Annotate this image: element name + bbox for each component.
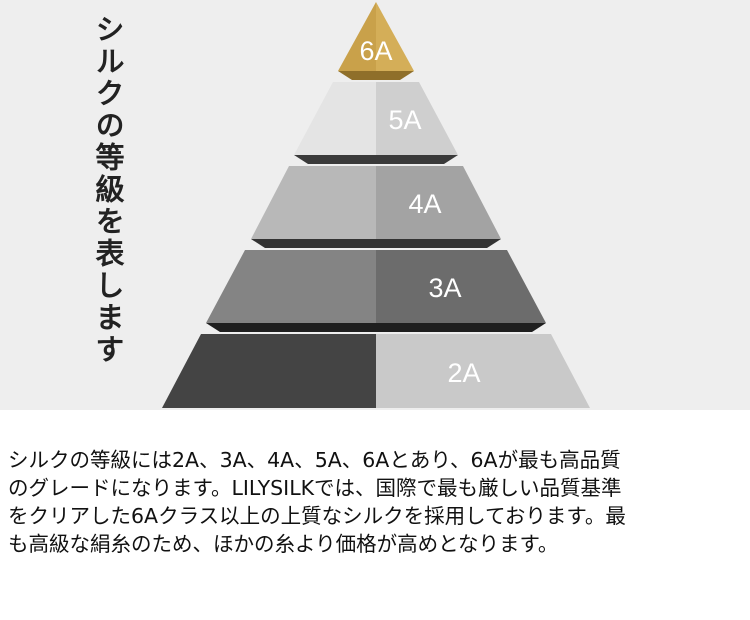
tier-label-2A: 2A <box>447 358 480 388</box>
grade-pyramid: 6A 5A 4A 3A 2A <box>162 2 590 408</box>
tier-2A-right-face <box>376 334 590 408</box>
tier-label-3A: 3A <box>428 273 461 303</box>
tier-6A-right-face <box>376 2 414 71</box>
vertical-title: シルクの等級を表します <box>91 14 125 366</box>
tier-4A-right-face <box>376 166 501 239</box>
tier-label-4A: 4A <box>408 189 441 219</box>
tier-3A-shelf <box>206 323 546 332</box>
tier-6A-shelf <box>338 71 414 80</box>
tier-5A-left-face <box>294 82 376 155</box>
tier-4A-left-face <box>251 166 376 239</box>
tier-5A-right-face <box>376 82 458 155</box>
tier-3A-right-face <box>376 250 546 323</box>
tier-3A-left-face <box>206 250 376 323</box>
tier-5A-shelf <box>294 155 458 164</box>
tier-6A-left-face <box>338 2 376 71</box>
tier-4A-shelf <box>251 239 501 248</box>
tier-label-6A: 6A <box>359 36 392 66</box>
description-text: シルクの等級には2A、3A、4A、5A、6Aとあり、6Aが最も高品質 のグレード… <box>8 448 626 556</box>
tier-label-5A: 5A <box>388 105 421 135</box>
tier-2A-left-face <box>162 334 376 408</box>
